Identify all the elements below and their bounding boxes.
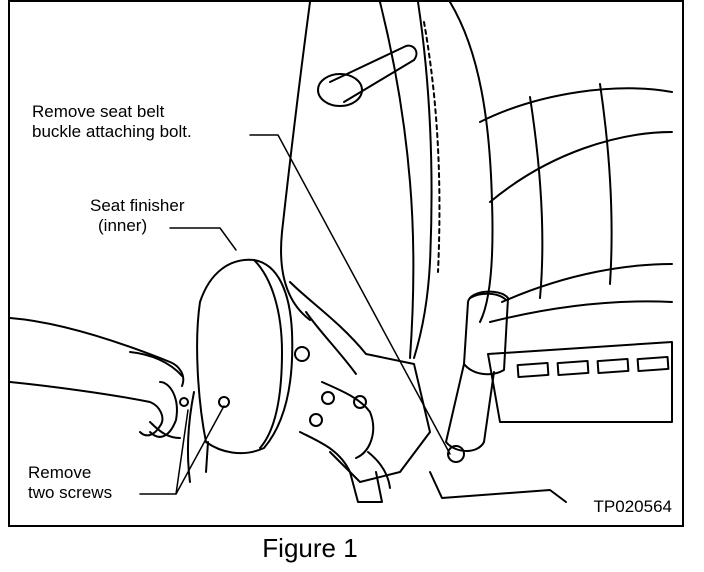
figure-frame: Remove seat belt buckle attaching bolt. … — [8, 0, 684, 527]
figure-code: TP020564 — [593, 497, 672, 516]
leader-lines — [139, 134, 451, 495]
callout-line: (inner) — [98, 216, 148, 235]
callout-seat-finisher: Seat finisher (inner) — [90, 196, 185, 236]
callout-line: buckle attaching bolt. — [32, 122, 192, 141]
callout-remove-seat-belt-bolt: Remove seat belt buckle attaching bolt. — [32, 102, 192, 142]
seat-finisher-cover — [179, 258, 294, 455]
callout-line: Remove — [28, 463, 92, 482]
seat-side-panel — [487, 341, 673, 423]
callout-line: two screws — [28, 483, 113, 502]
seat-illustration — [10, 2, 673, 503]
seat-cushion — [479, 83, 673, 323]
seat-mechanism — [289, 281, 567, 503]
callout-line: Remove seat belt — [32, 102, 165, 121]
callout-remove-two-screws: Remove two screws — [28, 463, 112, 503]
figure-caption: Figure 1 — [262, 533, 358, 563]
callout-line: Seat finisher — [90, 196, 185, 215]
seat-belt-buckle — [445, 290, 509, 463]
hand — [10, 317, 209, 483]
seat-lever — [317, 44, 418, 107]
